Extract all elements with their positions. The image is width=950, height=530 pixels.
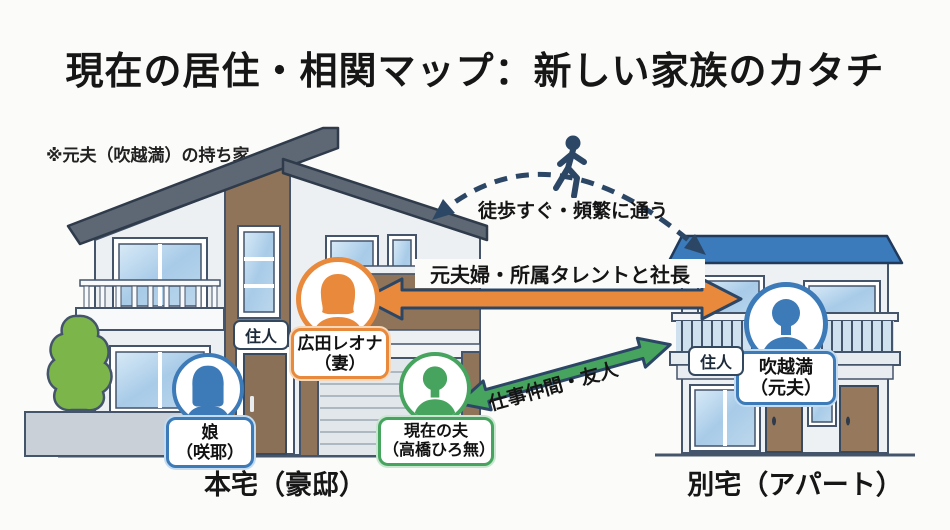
female-avatar-icon bbox=[313, 274, 363, 336]
male-avatar-icon bbox=[413, 366, 457, 420]
person-name: 吹越満 bbox=[759, 357, 813, 377]
ex-couple-relation-arrow bbox=[361, 277, 743, 321]
person-name: 現在の夫 bbox=[403, 423, 468, 440]
walking-person-icon bbox=[553, 135, 587, 198]
person-label-current-husband: 現在の夫 （高橋ひろ無） bbox=[378, 417, 496, 467]
avatar-wife bbox=[296, 257, 380, 341]
work-relation-arrow bbox=[456, 336, 672, 412]
female-avatar-icon bbox=[186, 365, 230, 421]
person-label-wife: 広田レオナ （妻） bbox=[291, 328, 389, 380]
person-role: （高橋ひろ無） bbox=[383, 441, 496, 459]
avatar-daughter bbox=[172, 353, 244, 425]
page-title: 現在の居住・相関マップ：新しい家族のカタチ bbox=[65, 51, 885, 93]
walk-relation-label: 徒歩すぐ・頻繁に通う bbox=[478, 201, 669, 222]
person-role: （咲耶） bbox=[176, 442, 244, 462]
person-role: （妻） bbox=[314, 353, 366, 373]
avatar-current-husband bbox=[399, 352, 471, 424]
resident-tag-main-house: 住人 bbox=[233, 320, 290, 350]
person-role: （元夫） bbox=[750, 377, 822, 398]
person-label-daughter: 娘 （咲耶） bbox=[166, 417, 254, 469]
resident-tag-apartment: 住人 bbox=[688, 346, 745, 376]
person-label-ex-husband: 吹越満 （元夫） bbox=[736, 351, 836, 405]
ex-couple-relation-label: 元夫婦・所属タレントと社長 bbox=[415, 259, 705, 288]
ownership-note: ※元夫（吹越満）の持ち家 bbox=[46, 146, 250, 165]
person-name: 娘 bbox=[201, 423, 219, 442]
tree-icon bbox=[46, 314, 113, 425]
caption-apartment: 別宅（アパート） bbox=[687, 470, 903, 500]
male-avatar-icon bbox=[761, 299, 811, 361]
caption-main-house: 本宅（豪邸） bbox=[204, 470, 366, 500]
person-name: 広田レオナ bbox=[297, 334, 383, 353]
